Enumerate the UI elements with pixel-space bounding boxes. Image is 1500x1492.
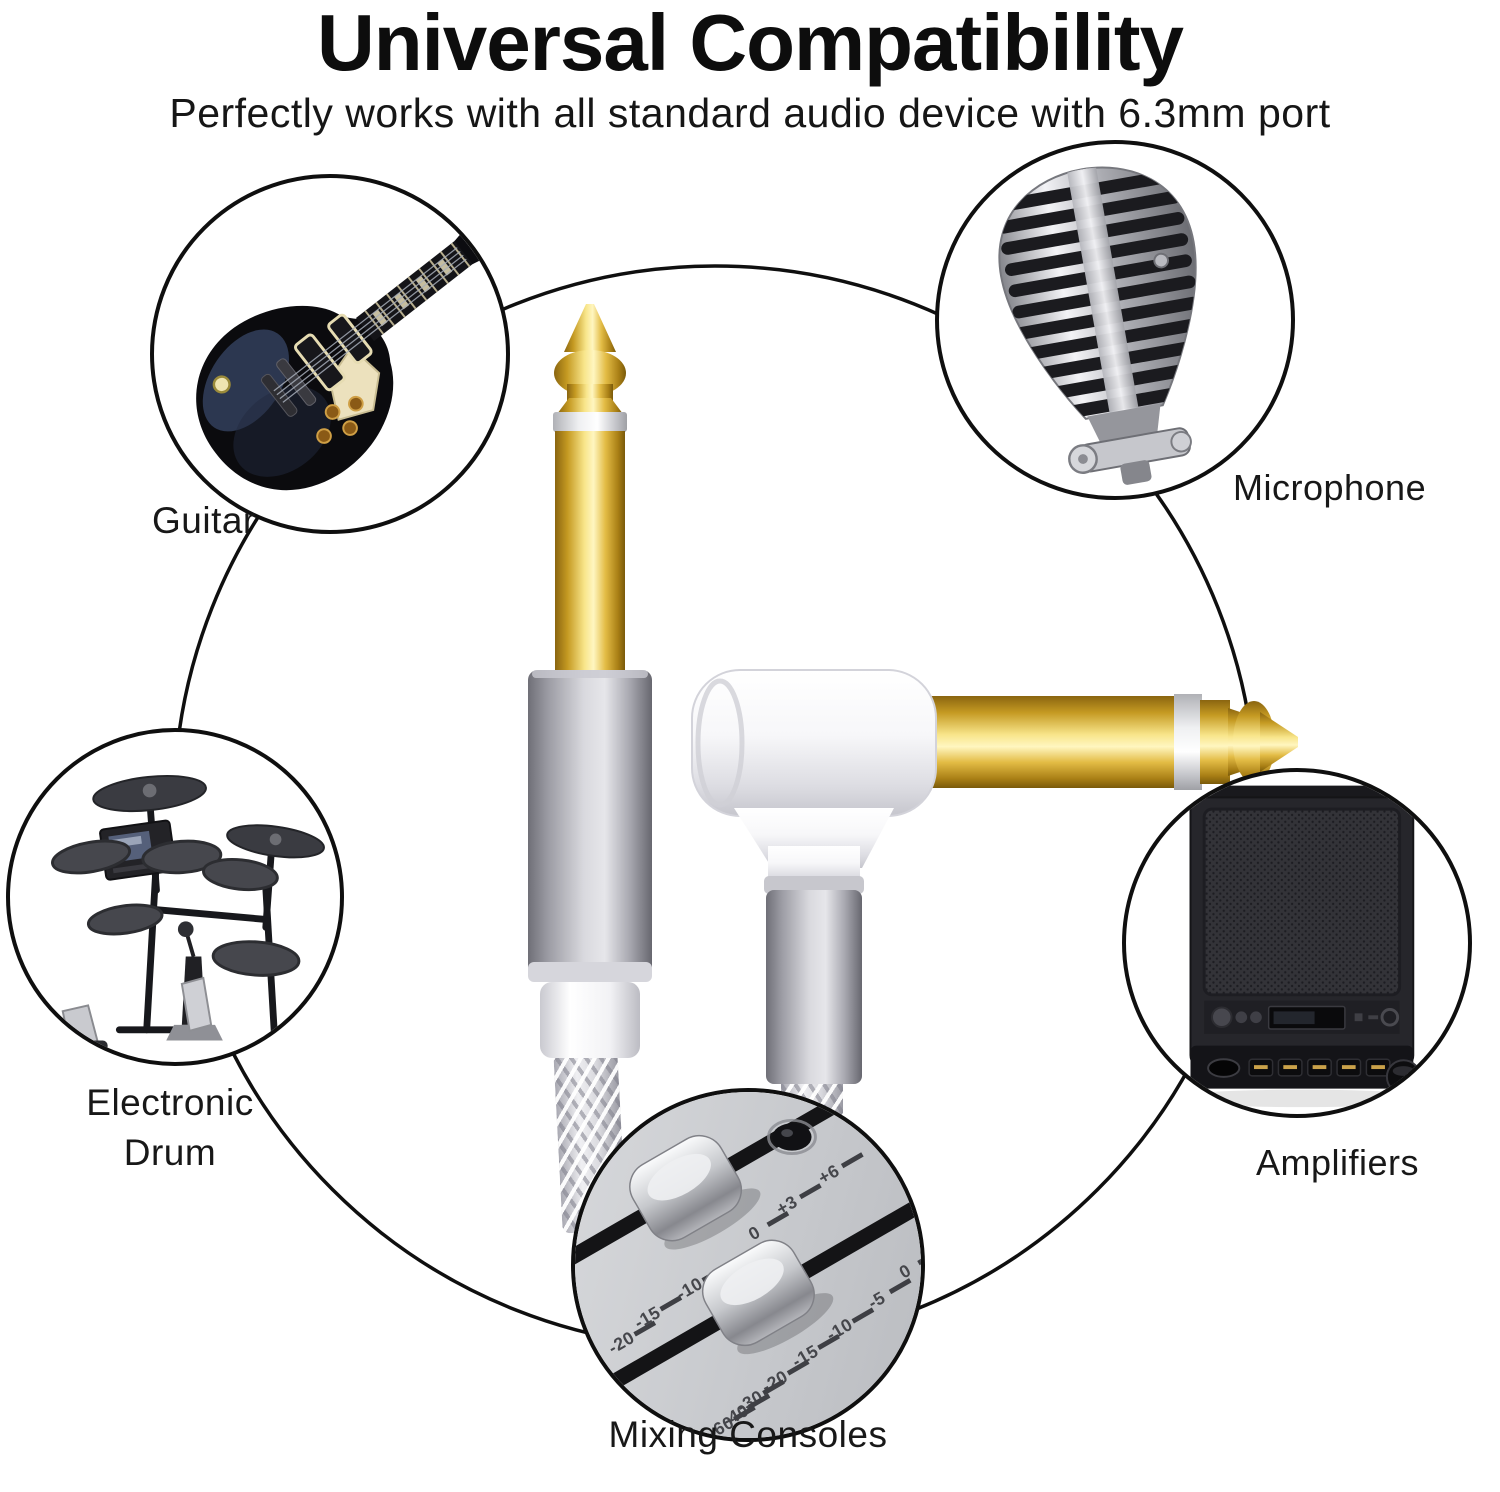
electronic-drum-label-line2: Drum bbox=[123, 1131, 217, 1173]
mixer-scale-tick bbox=[786, 1359, 810, 1376]
mixer-scale-tick bbox=[851, 1307, 875, 1324]
guitar-circle bbox=[150, 174, 510, 534]
electronic-drum-image bbox=[51, 774, 325, 1058]
mixer-scale-tick bbox=[840, 1152, 864, 1169]
mixer-scale-tick bbox=[659, 1295, 683, 1312]
mixer-scale-tick bbox=[798, 1183, 822, 1200]
mixer-scale-tick bbox=[733, 1405, 756, 1422]
microphone-image bbox=[993, 166, 1215, 485]
electronic-drum-circle bbox=[6, 728, 344, 1066]
electronic-drum-label: Electronic Drum bbox=[45, 1078, 295, 1178]
mixer-scale-tick bbox=[633, 1320, 657, 1337]
amplifiers-label: Amplifiers bbox=[1256, 1142, 1420, 1183]
mixer-scale-tick bbox=[888, 1278, 912, 1295]
mixer-scale-tick bbox=[766, 1210, 790, 1227]
mixer-scale-tick bbox=[762, 1379, 785, 1396]
mixing-console-image: 0-10-15-20+6+300-5-10-15-20-30-40-60 bbox=[575, 1092, 921, 1438]
right-angle-jack-plug-image bbox=[691, 669, 1298, 1084]
electronic-drum-label-line1: Electronic bbox=[86, 1082, 254, 1123]
page-subtitle: Perfectly works with all standard audio … bbox=[169, 90, 1331, 136]
guitar-image bbox=[196, 207, 506, 491]
mixing-console-circle: 0-10-15-20+6+300-5-10-15-20-30-40-60 bbox=[571, 1088, 925, 1442]
page-title: Universal Compatibility bbox=[316, 0, 1184, 87]
microphone-circle bbox=[935, 140, 1295, 500]
amplifier-circle bbox=[1122, 768, 1472, 1118]
straight-jack-plug-image bbox=[528, 304, 652, 1058]
guitar-label: Guitar bbox=[152, 500, 256, 541]
mixing-consoles-label: Mixing Consoles bbox=[608, 1414, 888, 1455]
microphone-label: Microphone bbox=[1233, 467, 1427, 508]
mixer-scale-tick bbox=[817, 1334, 840, 1351]
amplifier-image bbox=[1169, 785, 1434, 1108]
